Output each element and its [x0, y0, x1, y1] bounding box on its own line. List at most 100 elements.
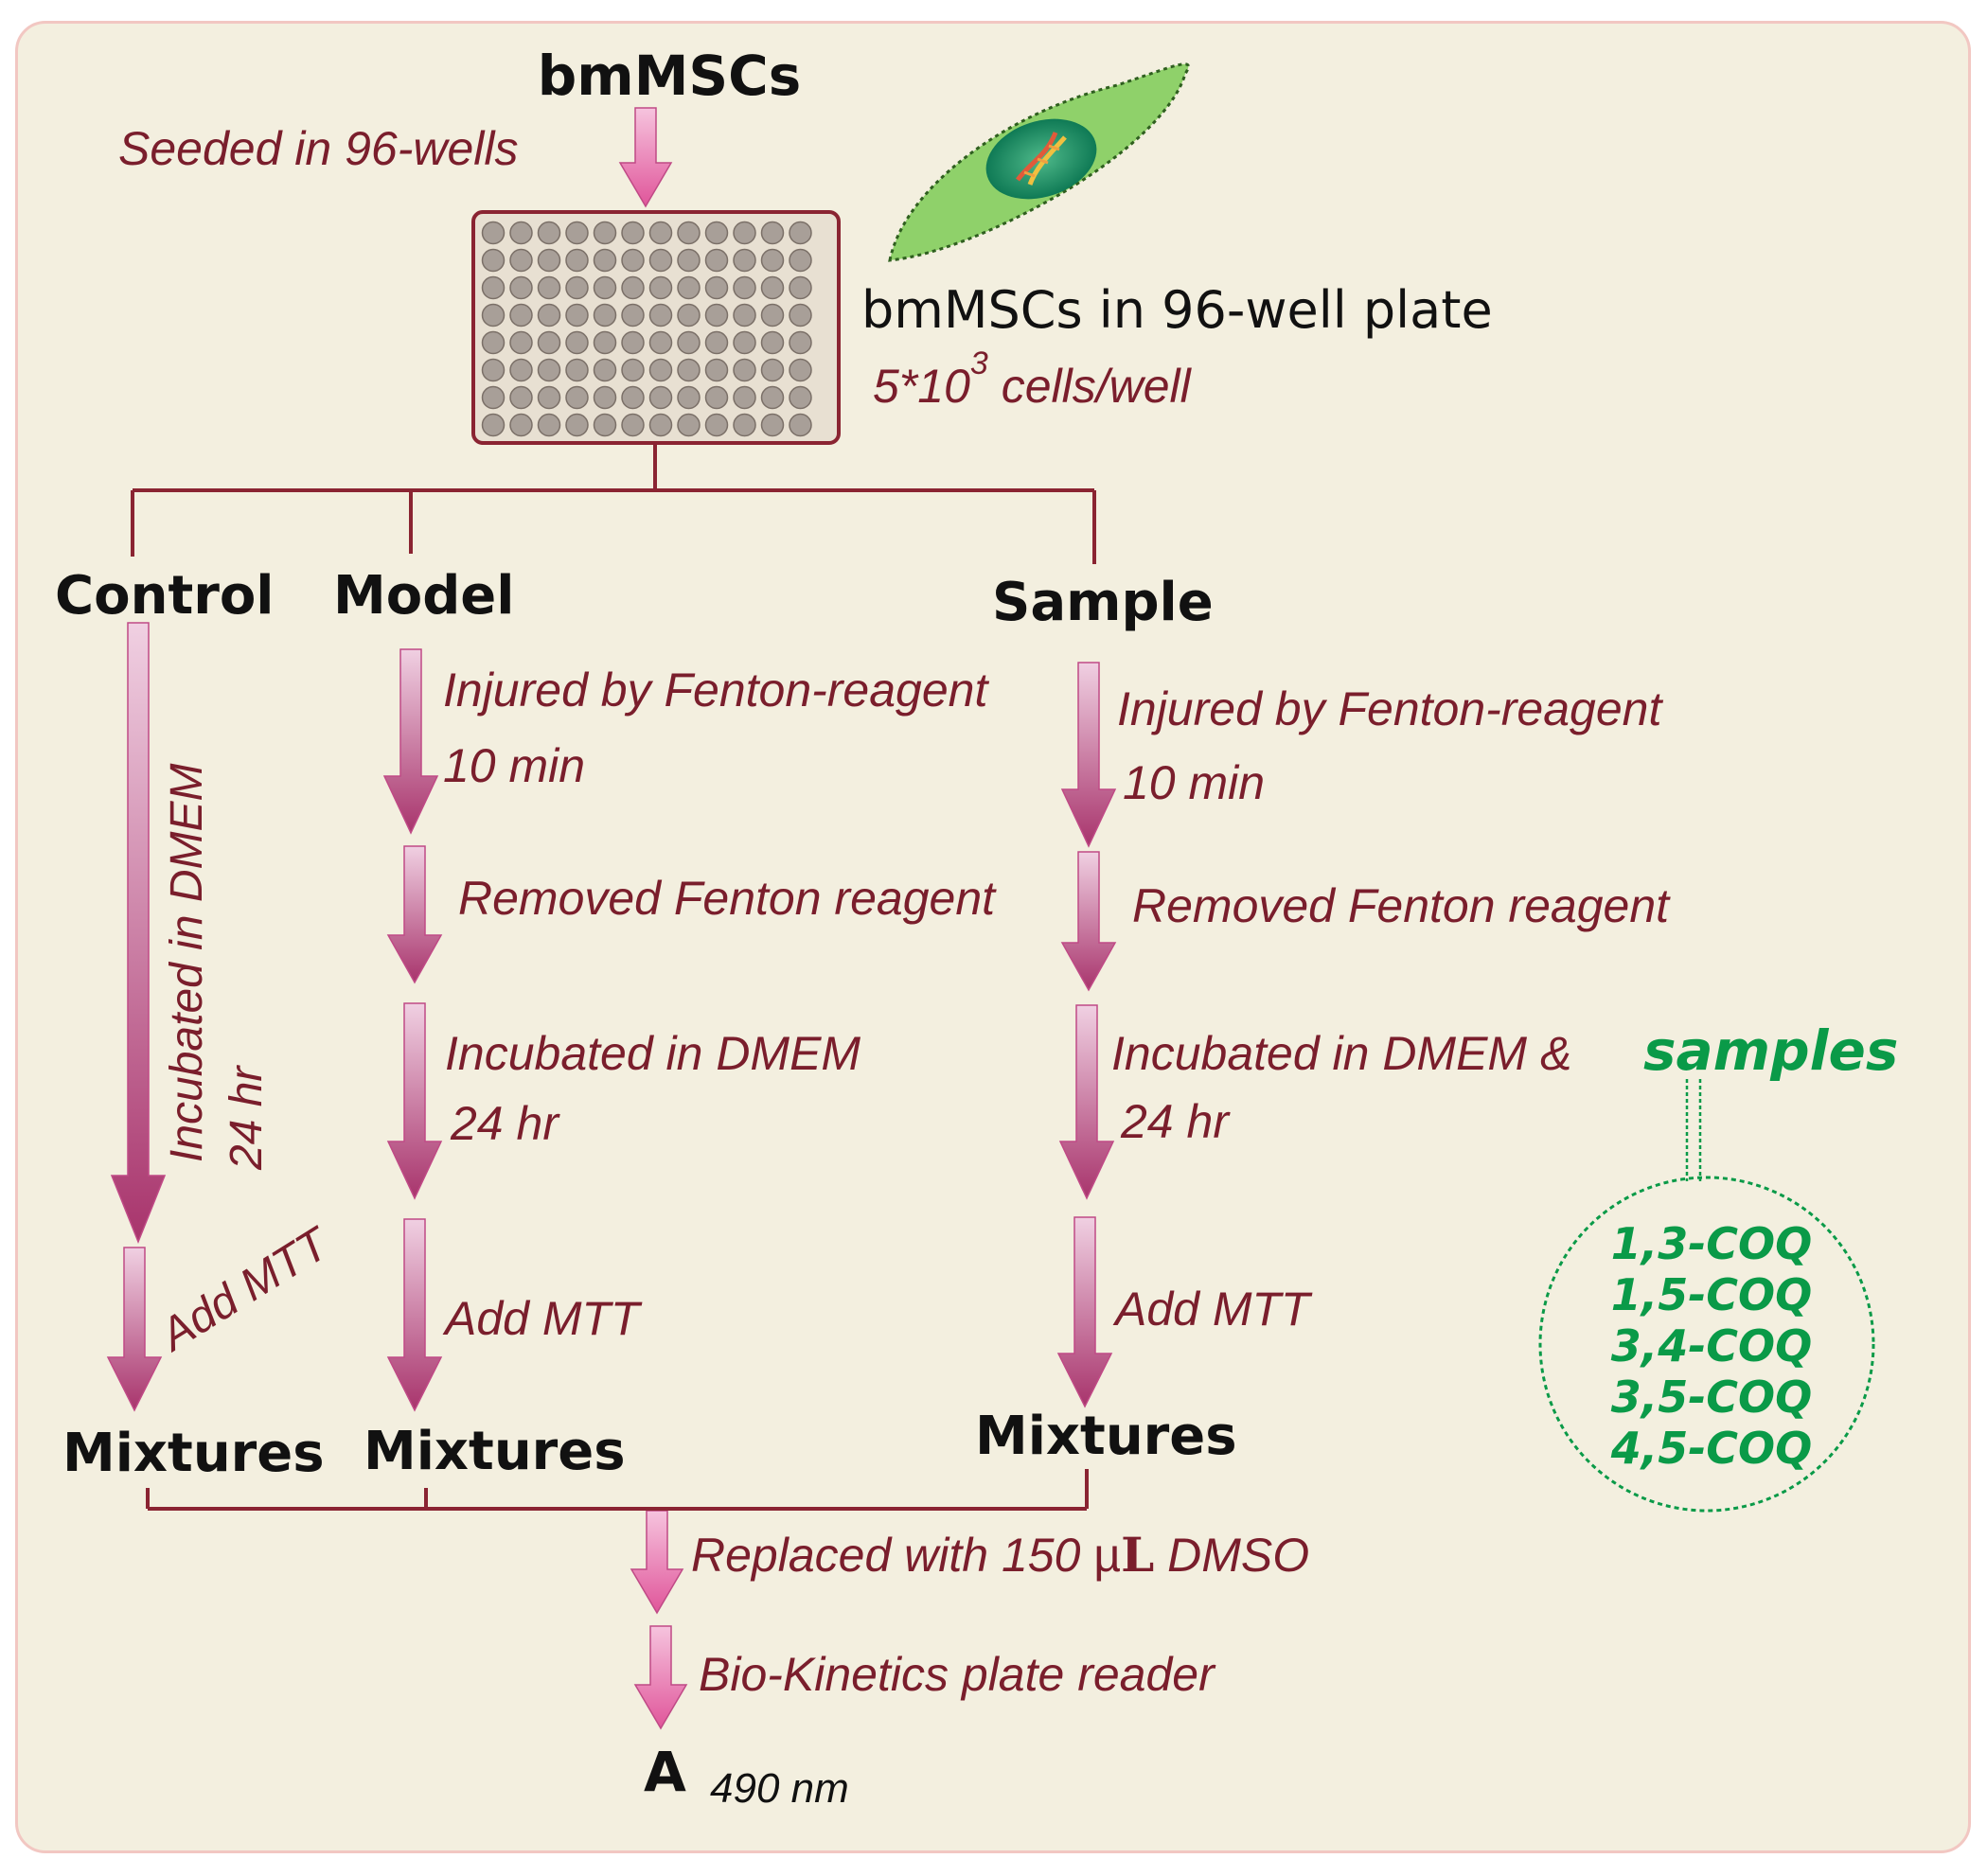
model-group-label: Model — [333, 565, 514, 627]
stem-cell-icon — [888, 62, 1190, 262]
sample-compound-5: 4,5-COQ — [1610, 1423, 1813, 1474]
plate-well — [621, 248, 645, 273]
plate-well — [621, 303, 645, 327]
plate-well — [677, 303, 701, 327]
dmso-arrow-icon — [630, 1510, 684, 1615]
plate-well — [760, 221, 785, 245]
sample-compound-3: 3,4-COQ — [1611, 1320, 1813, 1372]
plate-well — [733, 248, 756, 273]
samples-callout: 1,3-COQ 1,5-COQ 3,4-COQ 3,5-COQ 4,5-COQ — [1538, 1079, 1875, 1513]
plate-well — [509, 303, 533, 327]
plate-well — [593, 385, 617, 410]
plate-well — [760, 303, 785, 327]
model-arrow-2-icon — [386, 845, 443, 984]
plate-well — [648, 248, 673, 273]
plate-well — [733, 275, 756, 300]
seed-arrow-icon — [618, 107, 673, 208]
plate-well — [704, 248, 729, 273]
dmso-unit-mu: µ — [1093, 1529, 1121, 1582]
plate-well — [789, 385, 812, 410]
model-step1-line2: 10 min — [443, 739, 585, 792]
plate-well — [481, 221, 506, 245]
plate-well — [677, 275, 701, 300]
plate-well — [481, 413, 506, 437]
density-prefix: 5*10 — [873, 360, 970, 413]
plate-well — [677, 385, 701, 410]
plate-icon — [471, 210, 841, 445]
model-arrow-3-icon — [386, 1002, 443, 1200]
dmso-prefix: Replaced with 150 — [691, 1529, 1093, 1582]
sample-step2-label: Removed Fenton reagent — [1132, 879, 1671, 932]
sample-step3-line2: 24 hr — [1120, 1095, 1231, 1148]
plate-well — [733, 358, 756, 382]
sample-step1-line1: Injured by Fenton-reagent — [1117, 682, 1663, 735]
plate-well — [509, 413, 533, 437]
plate-well — [789, 275, 812, 300]
sample-compound-4: 3,5-COQ — [1611, 1372, 1813, 1423]
plate-well — [621, 221, 645, 245]
control-step1-line2: 24 hr — [222, 1065, 272, 1171]
top-connector — [131, 443, 1096, 564]
plate-well — [537, 413, 561, 437]
plate-well — [648, 221, 673, 245]
plate-well — [704, 358, 729, 382]
plate-well — [593, 275, 617, 300]
plate-well — [704, 330, 729, 355]
model-arrow-1-icon — [382, 648, 439, 835]
plate-well — [537, 221, 561, 245]
bottom-connector — [146, 1469, 1089, 1511]
plate-well — [648, 275, 673, 300]
sample-compound-2: 1,5-COQ — [1611, 1269, 1813, 1320]
plate-well — [593, 358, 617, 382]
plate-well — [677, 358, 701, 382]
plate-well — [481, 330, 506, 355]
plate-well — [593, 330, 617, 355]
plate-well — [760, 385, 785, 410]
sample-arrow-3-icon — [1058, 1004, 1115, 1200]
plate-well — [733, 221, 756, 245]
sample-group-label: Sample — [992, 572, 1214, 633]
sample-result-label: Mixtures — [975, 1406, 1237, 1467]
plate-well — [509, 358, 533, 382]
plate-well — [648, 413, 673, 437]
sample-arrow-1-icon — [1060, 662, 1117, 848]
seed-step-label: Seeded in 96-wells — [118, 122, 519, 175]
plate-density: 5*103 cells/well — [873, 345, 1193, 413]
plate-well — [677, 221, 701, 245]
dmso-unit-l: L — [1121, 1527, 1154, 1583]
plate-well — [593, 413, 617, 437]
plate-well — [648, 330, 673, 355]
plate-well — [565, 248, 589, 273]
density-exponent: 3 — [970, 345, 988, 381]
plate-caption: bmMSCs in 96-well plate — [861, 280, 1493, 340]
plate-well — [565, 385, 589, 410]
sample-compound-1: 1,3-COQ — [1611, 1218, 1813, 1269]
sample-step3-line1: Incubated in DMEM & — [1111, 1027, 1571, 1080]
diagram-frame — [15, 21, 1971, 1853]
plate-well — [677, 330, 701, 355]
density-suffix: cells/well — [988, 360, 1193, 413]
plate-well — [565, 303, 589, 327]
model-arrow-4-icon — [386, 1218, 443, 1412]
plate-well — [565, 221, 589, 245]
absorbance-symbol: A — [644, 1740, 686, 1804]
plate-well — [704, 275, 729, 300]
model-step4-label: Add MTT — [442, 1292, 643, 1345]
plate-well — [565, 330, 589, 355]
plate-well — [621, 330, 645, 355]
sample-arrow-4-icon — [1056, 1216, 1113, 1408]
plate-well — [648, 358, 673, 382]
model-step1-line1: Injured by Fenton-reagent — [443, 664, 989, 717]
dna-icon — [1016, 132, 1067, 186]
plate-well — [481, 248, 506, 273]
plate-well — [789, 413, 812, 437]
plate-well — [733, 303, 756, 327]
plate-well — [565, 358, 589, 382]
plate-well — [537, 358, 561, 382]
plate-well — [537, 385, 561, 410]
reader-arrow-icon — [633, 1625, 688, 1730]
plate-well — [621, 275, 645, 300]
plate-well — [789, 358, 812, 382]
plate-well — [760, 358, 785, 382]
